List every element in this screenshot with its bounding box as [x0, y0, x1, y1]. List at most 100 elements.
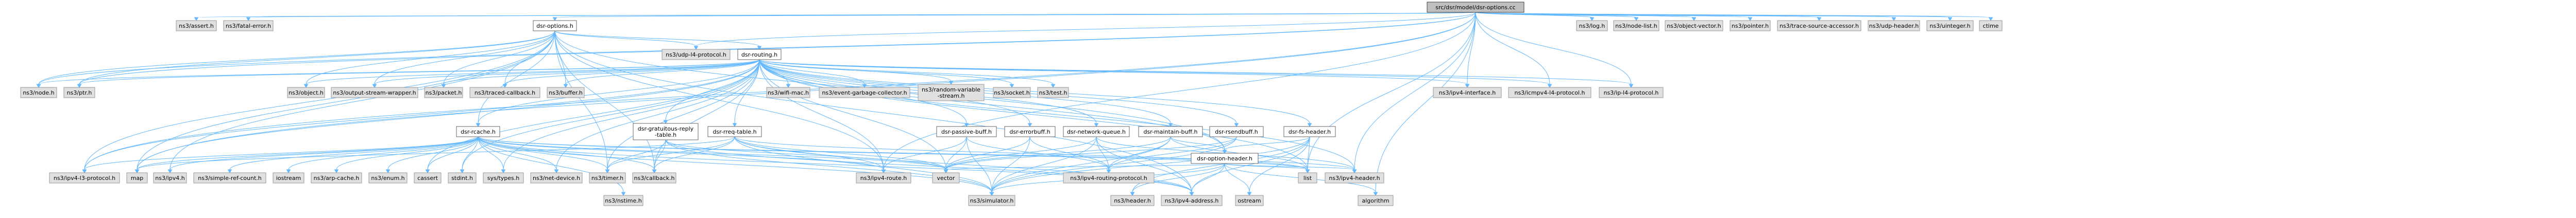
node-ns-ipv4-header[interactable]: ns3/ipv4-header.h [1325, 172, 1384, 184]
node-root[interactable]: src/dsr/model/dsr-options.cc [1427, 2, 1524, 13]
node-ns-assert[interactable]: ns3/assert.h [176, 20, 217, 31]
node-box [1138, 126, 1203, 137]
node-box [193, 172, 266, 184]
node-ns-ipv4[interactable]: ns3/ipv4.h [153, 172, 187, 184]
node-box [1868, 20, 1920, 31]
node-dsr-rcache-h[interactable]: dsr-rcache.h [456, 126, 500, 137]
node-list[interactable]: list [1298, 172, 1317, 184]
node-dsr-option-header[interactable]: dsr-option-header.h [1191, 153, 1259, 164]
node-algorithm[interactable]: algorithm [1358, 195, 1394, 206]
node-label: ns3/pointer.h [1732, 23, 1769, 29]
arrowhead-dsr-routing-h-to-ns-packet [441, 84, 446, 88]
node-ns-output-stream[interactable]: ns3/output-stream-wrapper.h [331, 87, 418, 98]
node-dsr-errorbuff[interactable]: dsr-errorbuff.h [1004, 126, 1056, 137]
node-ns-random-var[interactable]: ns3/random-variable-stream.h [918, 84, 985, 101]
node-dsr-rsendbuff[interactable]: dsr-rsendbuff.h [1209, 126, 1264, 137]
node-stdint[interactable]: stdint.h [448, 172, 477, 184]
node-dsr-network-queue[interactable]: dsr-network-queue.h [1063, 126, 1130, 137]
node-ns-callback[interactable]: ns3/callback.h [632, 172, 676, 184]
arrowhead-dsr-option-header-to-ns-ipv4-address [1189, 192, 1194, 196]
node-ns-buffer[interactable]: ns3/buffer.h [547, 87, 585, 98]
node-ns-ptr[interactable]: ns3/ptr.h [63, 87, 95, 98]
edge-root-to-list [1307, 12, 1476, 170]
node-ns-arp-cache[interactable]: ns3/arp-cache.h [311, 172, 362, 184]
node-ns-socket[interactable]: ns3/socket.h [993, 87, 1031, 98]
node-ns-ipv4-routing[interactable]: ns3/ipv4-routing-protocol.h [1063, 172, 1155, 184]
node-ns-traced-callback[interactable]: ns3/traced-callback.h [469, 87, 540, 98]
node-ns-fatal-error[interactable]: ns3/fatal-error.h [223, 20, 274, 31]
arrowhead-root-to-ns-trace-source [1817, 17, 1822, 21]
node-ns-enum[interactable]: ns3/enum.h [368, 172, 408, 184]
node-box [1235, 195, 1264, 206]
edge-dsr-rreq-table-to-ns-timer [607, 136, 735, 170]
node-dsr-maintain-buff[interactable]: dsr-maintain-buff.h [1138, 126, 1203, 137]
node-label: ns3/event-garbage-collector.h [822, 89, 907, 96]
node-ns-nstime[interactable]: ns3/nstime.h [603, 195, 643, 206]
node-ns-uinteger[interactable]: ns3/uinteger.h [1926, 20, 1974, 31]
node-ns-header[interactable]: ns3/header.h [1110, 195, 1155, 206]
node-ns-object[interactable]: ns3/object.h [287, 87, 325, 98]
node-ns-object-vector[interactable]: ns3/object-vector.h [1665, 20, 1723, 31]
arrowhead-dsr-routing-h-to-dsr-passive-buff [964, 123, 969, 127]
node-ns-udp-header[interactable]: ns3/udp-header.h [1868, 20, 1920, 31]
node-box [936, 126, 997, 137]
node-ns-net-device[interactable]: ns3/net-device.h [530, 172, 583, 184]
node-cassert[interactable]: cassert [414, 172, 442, 184]
node-label: ns3/ipv4-routing-protocol.h [1070, 175, 1147, 181]
node-vector[interactable]: vector [932, 172, 960, 184]
edge-dsr-fs-header-to-ns-header [1132, 136, 1310, 193]
node-iostream[interactable]: iostream [273, 172, 304, 184]
node-ns-ip-l4[interactable]: ns3/ip-l4-protocol.h [1599, 87, 1664, 98]
node-ostream[interactable]: ostream [1235, 195, 1264, 206]
node-box [424, 87, 463, 98]
node-sys-types[interactable]: sys/types.h [483, 172, 524, 184]
node-dsr-gratuitous[interactable]: dsr-gratuitous-reply-table.h [633, 123, 699, 140]
node-label: vector [937, 175, 955, 181]
node-ns-node[interactable]: ns3/node.h [20, 87, 57, 98]
arrowhead-root-to-ns-fatal-error [246, 17, 251, 21]
node-ns-test[interactable]: ns3/test.h [1037, 87, 1069, 98]
node-ns-event-gc[interactable]: ns3/event-garbage-collector.h [819, 87, 910, 98]
node-dsr-options-h[interactable]: dsr-options.h [533, 20, 577, 31]
node-ns-simple-ref[interactable]: ns3/simple-ref-count.h [193, 172, 266, 184]
edge-root-to-ns-udp-l4 [696, 12, 1476, 47]
node-dsr-routing-h[interactable]: dsr-routing.h [737, 49, 782, 60]
node-dsr-fs-header[interactable]: dsr-fs-header.h [1283, 126, 1336, 137]
node-map[interactable]: map [126, 172, 148, 184]
node-ns-log[interactable]: ns3/log.h [1576, 20, 1608, 31]
edge-dsr-rcache-h-to-ns-simulator [478, 136, 992, 193]
arrowhead-dsr-rcache-h-to-ns-net-device [554, 169, 559, 173]
node-box [1209, 126, 1264, 137]
node-ns-packet[interactable]: ns3/packet.h [424, 87, 463, 98]
node-ns-udp-l4[interactable]: ns3/udp-l4-protocol.h [662, 49, 731, 60]
node-ns-ipv4-route[interactable]: ns3/ipv4-route.h [856, 172, 911, 184]
node-ns-trace-source[interactable]: ns3/trace-source-accessor.h [1777, 20, 1861, 31]
node-dsr-passive-buff[interactable]: dsr-passive-buff.h [936, 126, 997, 137]
node-label: dsr-errorbuff.h [1009, 129, 1050, 135]
edge-dsr-options-h-to-ns-callback [554, 30, 655, 170]
node-ns-icmpv4-l4[interactable]: ns3/icmpv4-l4-protocol.h [1508, 87, 1591, 98]
node-ns-ipv4-address[interactable]: ns3/ipv4-address.h [1161, 195, 1223, 206]
node-ns-simulator[interactable]: ns3/simulator.h [968, 195, 1015, 206]
node-box [49, 172, 120, 184]
node-ns-ipv4-l3[interactable]: ns3/ipv4-l3-protocol.h [49, 172, 120, 184]
edge-dsr-options-h-to-ns-ptr [79, 30, 555, 85]
node-label: dsr-rsendbuff.h [1215, 129, 1258, 135]
node-ns-wifi-mac[interactable]: ns3/wifi-mac.h [766, 87, 810, 98]
arrowhead-dsr-routing-h-to-dsr-maintain-buff [1168, 123, 1173, 127]
node-dsr-rreq-table[interactable]: dsr-rreq-table.h [707, 126, 762, 137]
node-box [547, 87, 585, 98]
arrowhead-root-to-ns-uinteger [1947, 17, 1953, 21]
node-ctime[interactable]: ctime [1979, 20, 2003, 31]
edge-dsr-routing-h-to-ns-callback [654, 59, 760, 170]
node-ns-timer[interactable]: ns3/timer.h [589, 172, 626, 184]
node-ns-node-list[interactable]: ns3/node-list.h [1613, 20, 1659, 31]
edge-dsr-fs-header-to-ns-ipv4-address [1191, 136, 1310, 193]
node-ns-ipv4-interface[interactable]: ns3/ipv4-interface.h [1433, 87, 1502, 98]
arrowhead-dsr-option-header-to-vector [943, 169, 948, 173]
edge-dsr-network-queue-to-ns-ipv4-routing [1096, 136, 1109, 170]
node-label: ns3/buffer.h [549, 89, 583, 96]
node-box [819, 87, 910, 98]
node-label: ns3/udp-header.h [1869, 23, 1919, 29]
node-ns-pointer[interactable]: ns3/pointer.h [1730, 20, 1771, 31]
